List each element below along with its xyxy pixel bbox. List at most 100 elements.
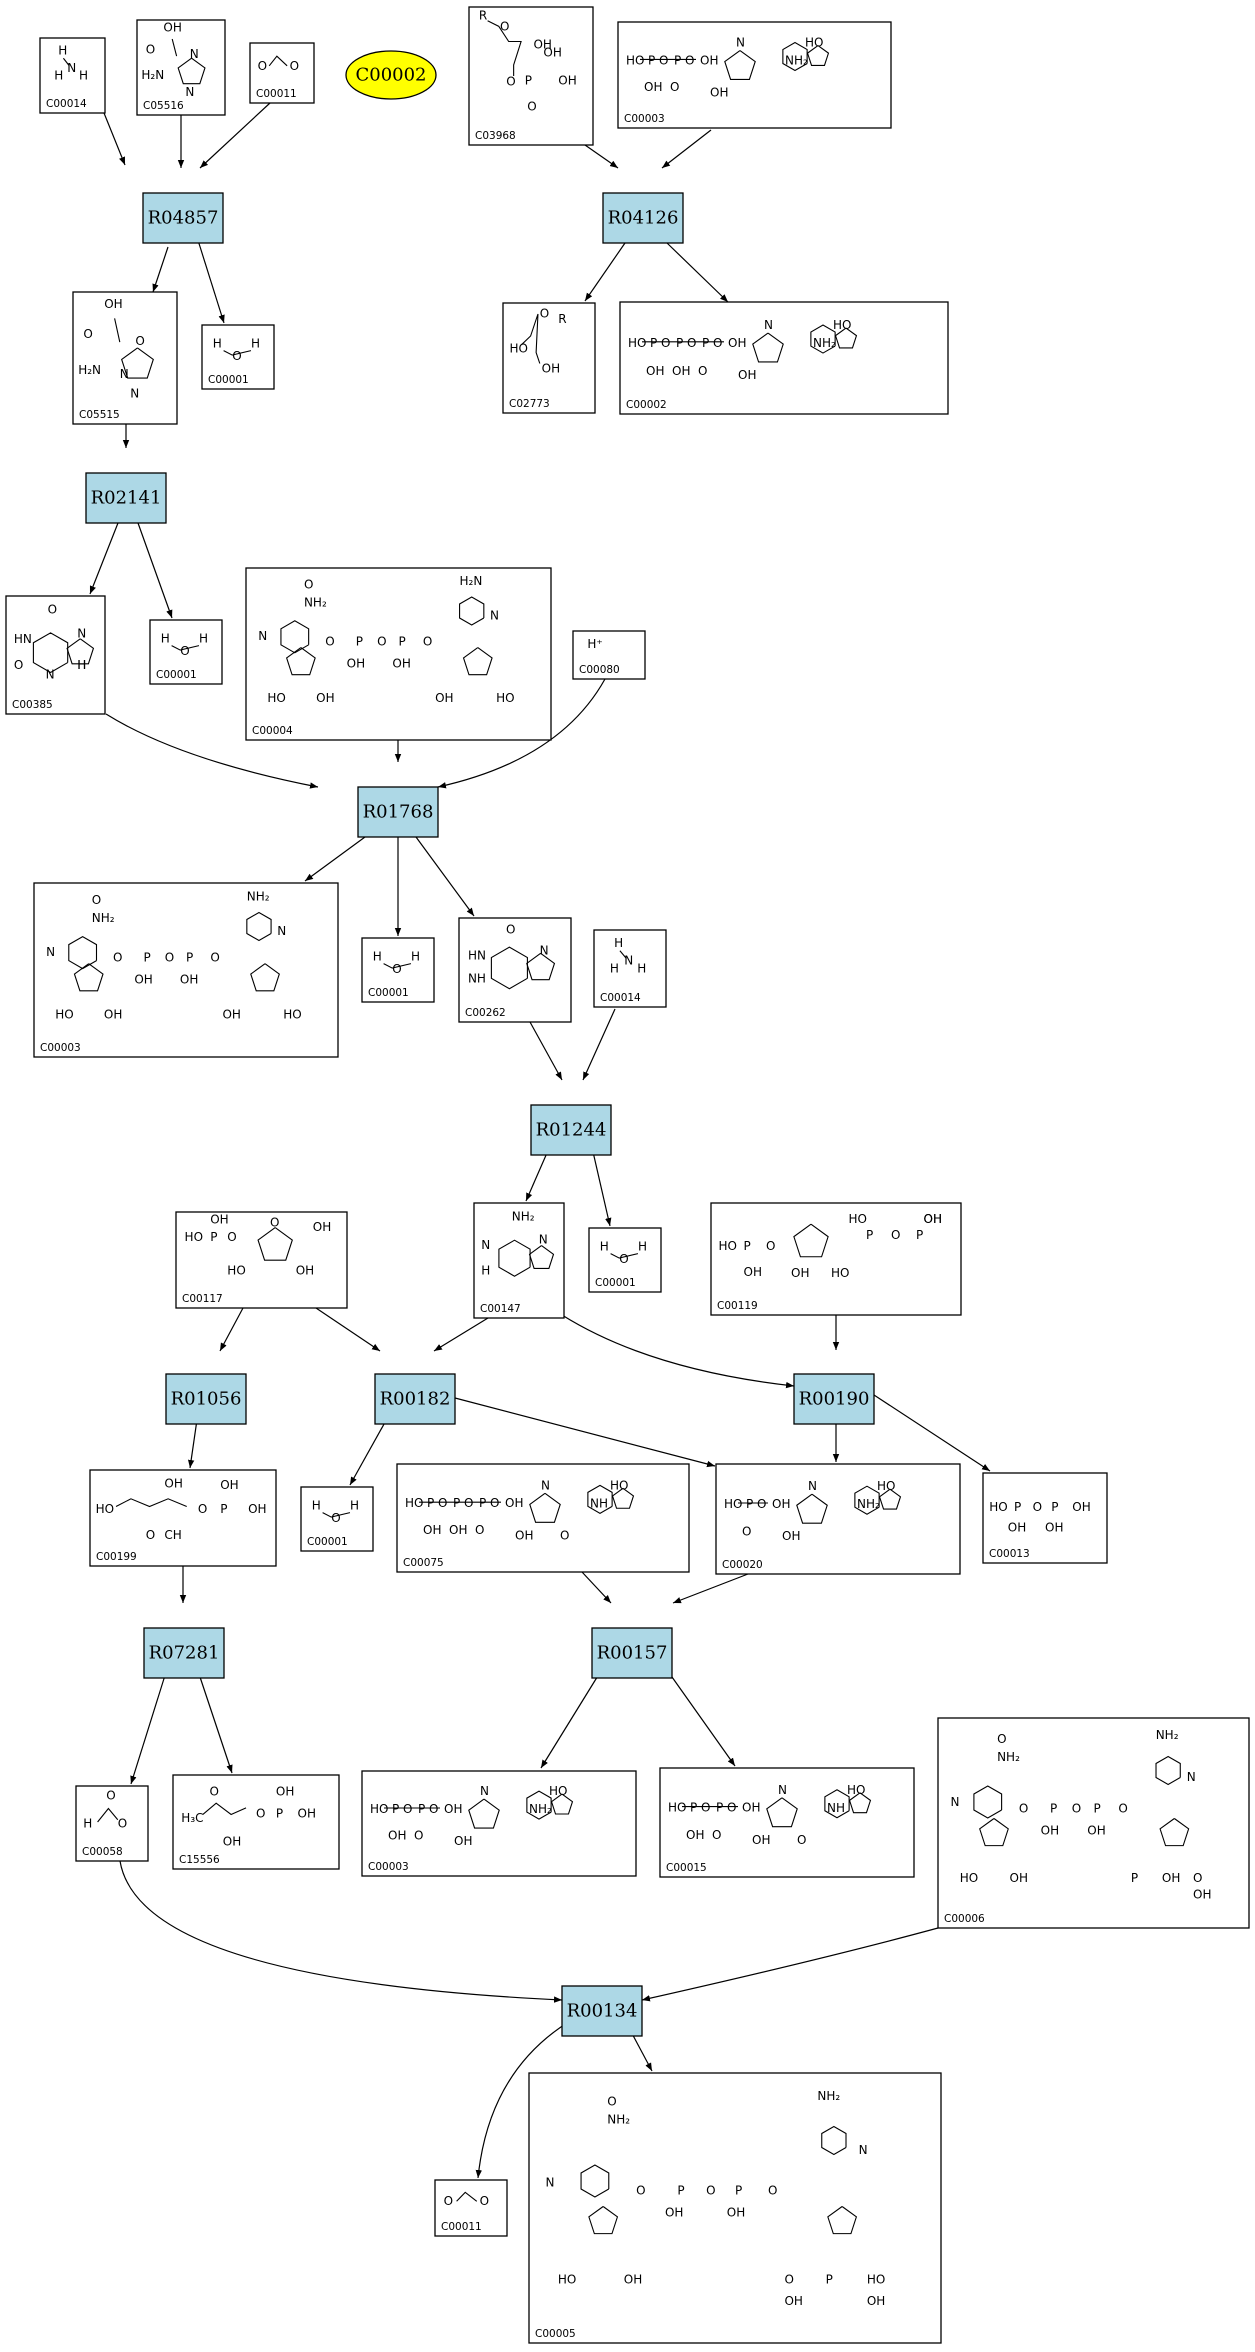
- atom-label: N: [130, 387, 139, 401]
- reaction-r00157-node[interactable]: R00157: [591, 1627, 673, 1679]
- atom-label: O: [403, 1802, 412, 1816]
- atom-label: H₃C: [181, 1811, 203, 1825]
- bond: [619, 950, 627, 959]
- reaction-r00182-node[interactable]: R00182: [374, 1373, 456, 1425]
- atom-label: O: [48, 603, 57, 617]
- highlight-ellipse: [345, 50, 437, 100]
- atom-label: OH: [423, 1523, 441, 1537]
- bond: [32, 632, 69, 674]
- compound-structure: HOH: [213, 336, 260, 363]
- reaction-r01056-node[interactable]: R01056: [165, 1373, 247, 1425]
- atom-label: N: [258, 629, 267, 643]
- bond: [793, 1223, 829, 1258]
- atom-label: N: [624, 954, 633, 968]
- reaction-r01244-node[interactable]: R01244: [530, 1104, 612, 1156]
- atom-label: N: [490, 609, 499, 623]
- reaction-r00190-node[interactable]: R00190: [793, 1373, 875, 1425]
- compound-id-label: C00005: [535, 2328, 576, 2340]
- atom-label: N: [545, 2175, 554, 2189]
- atom-label: OH: [223, 1835, 241, 1849]
- compound-id-label: C00003: [624, 113, 665, 125]
- highlighted-compound-node[interactable]: C00002: [345, 50, 437, 100]
- atom-label: N: [950, 1795, 959, 1809]
- atom-label: P: [676, 336, 683, 350]
- atom-label: NH₂: [304, 596, 327, 610]
- edge-n18-to-R00182: [315, 1307, 381, 1352]
- atom-label: HN: [14, 632, 32, 646]
- bond: [280, 620, 310, 654]
- reaction-r02141-node[interactable]: R02141: [85, 472, 167, 524]
- compound-structure: HOH: [373, 949, 420, 976]
- reaction-id-label: R00182: [380, 1389, 451, 1410]
- atom-label: OH: [134, 972, 152, 986]
- compound-id-label: C00011: [256, 88, 297, 100]
- atom-label: HN: [468, 949, 486, 963]
- atom-label: R: [558, 312, 566, 326]
- reaction-box: [561, 1985, 643, 2037]
- bond: [724, 50, 756, 81]
- reaction-r04857-node[interactable]: R04857: [142, 192, 224, 244]
- atom-label: O: [712, 1828, 721, 1842]
- bond: [66, 638, 95, 665]
- atom-label: P: [453, 1496, 460, 1510]
- bond: [246, 911, 272, 942]
- compound-box: [136, 19, 226, 116]
- bond: [97, 1807, 119, 1823]
- atom-label: O: [1033, 1500, 1042, 1514]
- atom-label: N: [480, 1784, 489, 1798]
- atom-label: P: [716, 1801, 723, 1815]
- bond: [490, 946, 528, 990]
- bond: [587, 1484, 613, 1514]
- atom-label: O: [210, 1785, 219, 1799]
- atom-label: O: [540, 306, 549, 320]
- reaction-r00134-node[interactable]: R00134: [561, 1985, 643, 2037]
- reaction-r04126-node[interactable]: R04126: [602, 192, 684, 244]
- atom-label: H⁺: [587, 637, 602, 651]
- atom-label: O: [210, 950, 219, 964]
- atom-label: O: [227, 1230, 236, 1244]
- atom-label: H: [373, 949, 382, 963]
- reaction-r07281-node[interactable]: R07281: [143, 1627, 225, 1679]
- atom-label: HO: [867, 2273, 885, 2287]
- reaction-r01768-node[interactable]: R01768: [357, 786, 439, 838]
- bond: [456, 2191, 478, 2202]
- atom-label: O: [414, 1828, 423, 1842]
- compound-c00080-node[interactable]: H⁺C00080: [572, 630, 646, 680]
- atom-label: O: [480, 2194, 489, 2208]
- edge-n24-to-R00157: [581, 1571, 612, 1604]
